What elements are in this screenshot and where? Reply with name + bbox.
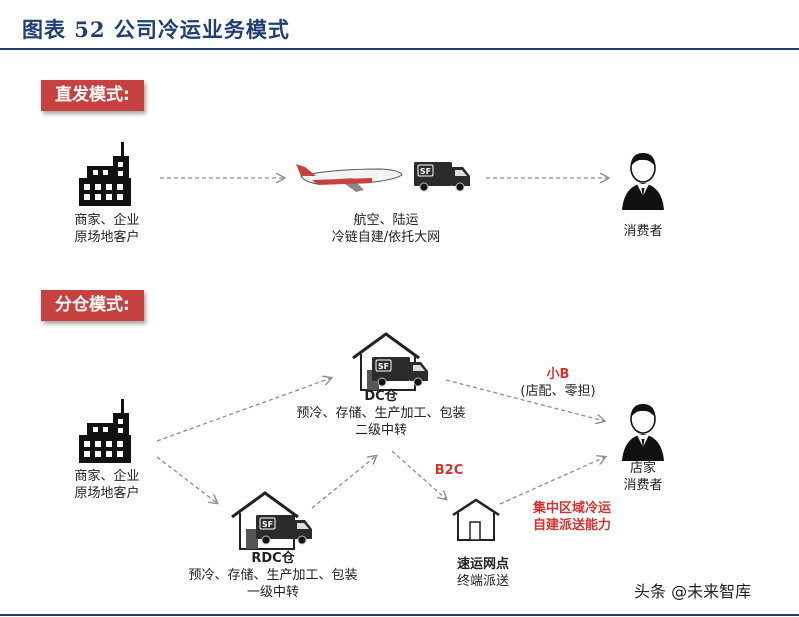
building-icon xyxy=(79,399,131,463)
dc-warehouse-icon xyxy=(351,332,429,392)
arrow-dc-to-station xyxy=(391,450,446,499)
person-icon xyxy=(621,403,665,462)
split-consumer-label: 店家 消费者 xyxy=(623,461,663,493)
rdc-label: RDC仓 预冷、存储、生产加工、包装 一级中转 xyxy=(188,551,358,600)
arrow-rdc-to-dc xyxy=(311,456,376,509)
direct-consumer-label: 消费者 xyxy=(623,224,663,239)
direct-merchant-label: 商家、企业 原场地客户 xyxy=(74,213,140,245)
footer-divider xyxy=(0,614,799,616)
arrow-station-to-consumer xyxy=(499,457,605,505)
building-icon xyxy=(79,142,131,206)
page-title: 图表 52 公司冷运业务模式 xyxy=(22,17,290,42)
person-icon xyxy=(621,152,665,211)
small-b-label: 小B (店配、零担) xyxy=(520,367,596,399)
arrow-dc-to-consumer xyxy=(445,379,604,421)
direct-mode-label: 直发模式: xyxy=(41,80,144,111)
airplane-icon xyxy=(296,164,403,192)
header-divider xyxy=(0,48,799,50)
arrow-merchant-to-dc xyxy=(156,378,331,442)
watermark-text: 头条 @未来智库 xyxy=(634,582,752,601)
rdc-warehouse-icon xyxy=(230,491,313,551)
station-house-icon xyxy=(452,498,500,541)
concentrated-delivery-label: 集中区域冷运 自建派送能力 xyxy=(532,501,611,533)
arrow-merchant-to-rdc xyxy=(156,456,217,503)
split-mode-label: 分仓模式: xyxy=(41,290,144,321)
b2c-label: B2C xyxy=(434,463,464,478)
truck-icon xyxy=(413,161,471,192)
station-label: 速运网点 终端派送 xyxy=(456,557,509,589)
direct-transport-label: 航空、陆运 冷链自建/依托大网 xyxy=(331,213,441,245)
split-merchant-label: 商家、企业 原场地客户 xyxy=(74,469,140,501)
dc-label: DC仓 预冷、存储、生产加工、包装 二级中转 xyxy=(296,389,466,438)
